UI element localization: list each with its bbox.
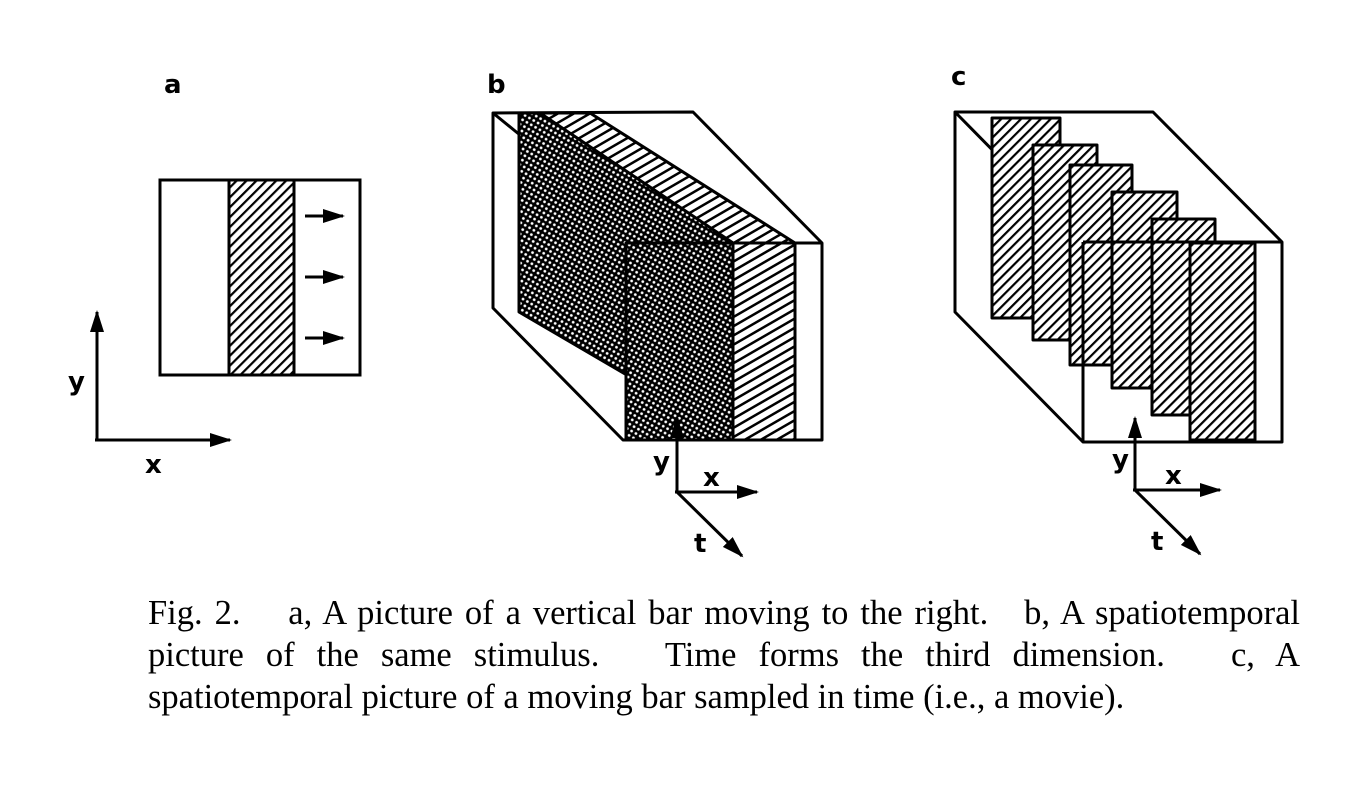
panel-a-label: a bbox=[164, 70, 182, 100]
bar-front-dotted bbox=[624, 241, 735, 442]
panel-b: b y x t bbox=[487, 70, 824, 559]
figure-diagram: a y x b y x t c bbox=[68, 62, 1284, 559]
axis-y-label: y bbox=[68, 367, 85, 397]
axis-x-label: x bbox=[703, 463, 720, 493]
bar-front-face bbox=[731, 241, 797, 442]
figure-caption: Fig. 2. a, A picture of a vertical bar m… bbox=[148, 592, 1300, 718]
axis-x-label: x bbox=[1165, 461, 1182, 491]
motion-arrows bbox=[305, 209, 345, 345]
axis-y-label: y bbox=[1112, 445, 1129, 475]
vertical-bar bbox=[227, 178, 296, 377]
axis-x-label: x bbox=[145, 450, 162, 480]
axes-a bbox=[90, 310, 232, 447]
panel-c-label: c bbox=[951, 62, 966, 92]
axis-t-label: t bbox=[1151, 527, 1163, 557]
axes-c bbox=[1128, 416, 1222, 556]
caption-text: a, A picture of a vertical bar moving to… bbox=[148, 594, 1309, 716]
frame-6 bbox=[1188, 241, 1257, 442]
panel-b-label: b bbox=[487, 70, 506, 100]
axes-b bbox=[670, 416, 759, 558]
panel-a: a y x bbox=[68, 70, 362, 480]
movie-frames bbox=[990, 116, 1257, 442]
figure-number: Fig. 2. bbox=[148, 594, 241, 632]
axis-t-label: t bbox=[694, 529, 706, 559]
axis-y-label: y bbox=[653, 447, 670, 477]
panel-c: c y x t bbox=[951, 62, 1284, 557]
